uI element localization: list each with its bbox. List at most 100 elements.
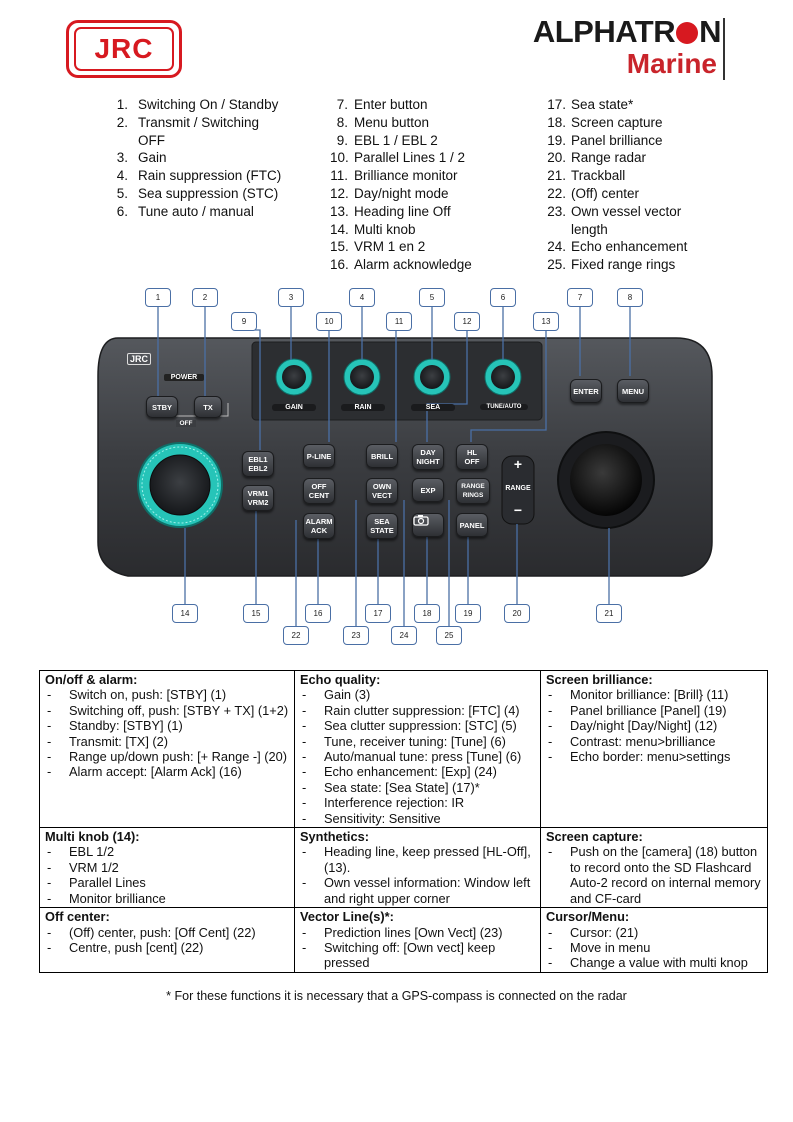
legend-text: Own vessel vector length — [571, 203, 682, 237]
camera-icon — [413, 515, 429, 526]
brill-button[interactable]: BRILL — [366, 444, 398, 468]
list-item: Transmit: [TX] (2) — [45, 734, 289, 750]
callout-10: 10 — [316, 312, 342, 331]
stby-button[interactable]: STBY — [146, 396, 178, 418]
p-line-button[interactable]: P-LINE — [303, 444, 335, 468]
marine-text: Marine — [626, 48, 717, 79]
alphatron-red-o — [676, 22, 699, 44]
legend-item: 18.Screen capture — [546, 114, 716, 132]
legend-number: 10. — [330, 150, 349, 166]
table-row: On/off & alarm:Switch on, push: [STBY] (… — [39, 669, 768, 829]
legend-number: 1. — [116, 97, 128, 112]
list-item: Gain (3) — [300, 687, 535, 703]
alphatron-text-b: N — [699, 14, 721, 49]
callout-21: 21 — [596, 604, 622, 623]
legend-text: Parallel Lines 1 / 2 — [354, 150, 466, 166]
legend-number: 24. — [547, 239, 566, 255]
camera-button[interactable] — [412, 513, 444, 537]
jrc-logo: JRC — [66, 20, 182, 78]
legend-number: 5. — [116, 185, 128, 201]
list-item: Change a value with multi knop — [546, 955, 762, 971]
cell-synthetics: Synthetics:Heading line, keep pressed [H… — [294, 827, 541, 909]
legend-item: 15.VRM 1 en 2 — [330, 238, 520, 256]
legend-item: 19.Panel brilliance — [546, 132, 716, 150]
knob-tray — [251, 341, 543, 421]
list-item: EBL 1/2 — [45, 844, 289, 860]
callout-7: 7 — [567, 288, 593, 307]
legend-number: 11. — [330, 168, 348, 184]
legend-number: 25. — [547, 257, 566, 273]
cell-echo-quality: Echo quality:Gain (3)Rain clutter suppre… — [294, 669, 541, 829]
legend-item: 13.Heading line Off — [330, 203, 520, 221]
legend-item: 14.Multi knob — [330, 221, 520, 239]
legend-item: 12.Day/night mode — [330, 185, 520, 203]
list-item: Switching off: [Own vect] keep pressed — [300, 940, 535, 971]
exp-button[interactable]: EXP — [412, 478, 444, 502]
callout-6: 6 — [490, 288, 516, 307]
callout-24: 24 — [391, 626, 417, 645]
range-rocker — [501, 455, 535, 525]
table-row: Off center:(Off) center, push: [Off Cent… — [39, 907, 768, 973]
legend-number: 17. — [547, 97, 566, 112]
list-item-continuation: Auto-2 record on internal memory and CF-… — [570, 875, 761, 906]
legend-text: Trackball — [571, 168, 626, 184]
callout-17: 17 — [365, 604, 391, 623]
list-item: Prediction lines [Own Vect] (23) — [300, 925, 535, 941]
menu-button[interactable]: MENU — [617, 379, 649, 403]
legend-number: 4. — [116, 168, 128, 184]
list-item: Echo enhancement: [Exp] (24) — [300, 764, 535, 780]
legend-item: 5.Sea suppression (STC) — [112, 185, 282, 203]
range-plus[interactable]: + — [513, 456, 523, 472]
list-item: Tune, receiver tuning: [Tune] (6) — [300, 734, 535, 750]
callout-11: 11 — [386, 312, 412, 331]
legend-number: 19. — [547, 132, 566, 148]
legend-number: 6. — [116, 203, 128, 219]
legend-item: 20.Range radar — [546, 149, 716, 167]
legend-number: 21. — [547, 168, 566, 184]
panel-button[interactable]: PANEL — [456, 513, 488, 537]
trackball-ball — [570, 444, 642, 516]
range-minus[interactable]: − — [513, 502, 523, 518]
gain-label: GAIN — [272, 404, 316, 411]
legend-item: 22.(Off) center — [546, 185, 716, 203]
panel-brand-badge: JRC — [127, 353, 152, 365]
gps-footnote: * For these functions it is necessary th… — [166, 989, 627, 1003]
list-item: Auto/manual tune: press [Tune] (6) — [300, 749, 535, 765]
legend-text: Brilliance monitor — [354, 168, 458, 184]
legend-text: EBL 1 / EBL 2 — [354, 132, 438, 148]
legend-item: 7.Enter button — [330, 96, 520, 114]
enter-button[interactable]: ENTER — [570, 379, 602, 403]
callout-2: 2 — [192, 288, 218, 307]
legend-text: Range radar — [571, 150, 647, 166]
multi-knob-cap — [149, 454, 211, 516]
callout-8: 8 — [617, 288, 643, 307]
legend-text: Transmit / Switching OFF — [138, 114, 260, 148]
legend-item: 21. Trackball — [546, 167, 716, 185]
legend-number: 13. — [330, 203, 349, 219]
sea-knob — [413, 358, 451, 396]
callout-23: 23 — [343, 626, 369, 645]
legend-item: 9.EBL 1 / EBL 2 — [330, 132, 520, 150]
legend-text: VRM 1 en 2 — [354, 239, 426, 255]
control-panel-diagram: JRC POWER OFF GAIN RAIN SEA TUNE/AUTO ST… — [0, 280, 793, 650]
legend-number: 22. — [547, 185, 566, 201]
list-item: Push on the [camera] (18) button to reco… — [546, 844, 762, 875]
legend-number: 7. — [336, 97, 348, 112]
list-item: Cursor: (21) — [546, 925, 762, 941]
tx-button[interactable]: TX — [194, 396, 222, 418]
legend-text: Gain — [138, 150, 167, 166]
cell-screen-capture: Screen capture:Push on the [camera] (18)… — [540, 827, 768, 909]
